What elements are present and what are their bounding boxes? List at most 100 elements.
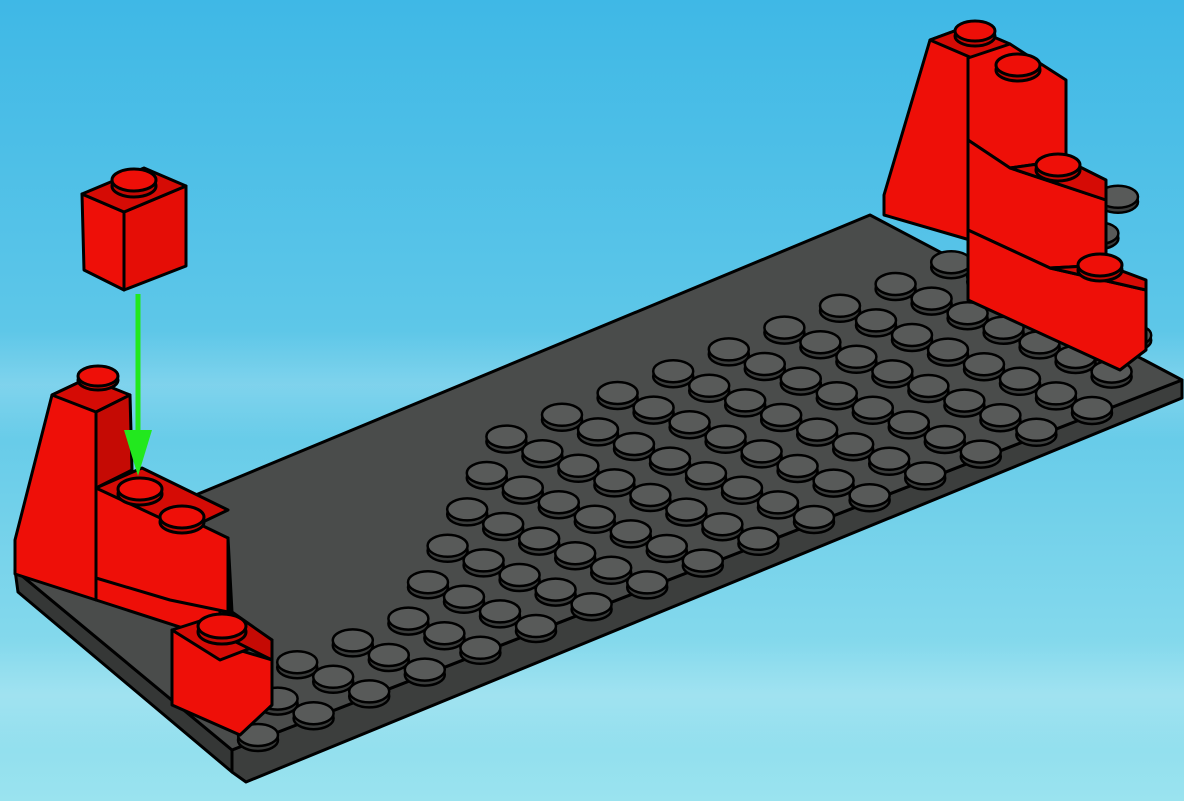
baseplate-stud (928, 339, 968, 366)
red-stud (1078, 254, 1122, 281)
baseplate-stud (578, 418, 618, 445)
baseplate-stud (794, 506, 834, 533)
red-stud (1036, 154, 1080, 181)
baseplate-stud (522, 440, 562, 467)
baseplate-stud (814, 470, 854, 497)
baseplate-stud (1072, 397, 1112, 424)
baseplate-stud (850, 484, 890, 511)
baseplate-stud (683, 550, 723, 577)
red-stud (160, 506, 204, 533)
baseplate-stud (758, 491, 798, 518)
baseplate-stud (761, 404, 801, 431)
baseplate-stud (764, 317, 804, 344)
baseplate-stud (349, 680, 389, 707)
baseplate-stud (483, 513, 523, 540)
baseplate-stud (313, 666, 353, 693)
baseplate-stud (905, 462, 945, 489)
baseplate-stud (666, 499, 706, 526)
floating-1x1-brick (82, 168, 186, 290)
baseplate-stud (961, 441, 1001, 468)
baseplate-stud (797, 419, 837, 446)
baseplate-stud (725, 389, 765, 416)
baseplate-stud (686, 462, 726, 489)
baseplate-stud (542, 404, 582, 431)
baseplate-stud (539, 491, 579, 518)
baseplate-stud (555, 542, 595, 569)
baseplate-stud (944, 390, 984, 417)
baseplate-stud (594, 469, 634, 496)
baseplate-stud (614, 433, 654, 460)
red-stud (118, 478, 162, 505)
baseplate-stud (745, 353, 785, 380)
baseplate-stud (405, 659, 445, 686)
baseplate-stud (964, 353, 1004, 380)
baseplate-stud (778, 455, 818, 482)
baseplate-stud (408, 571, 448, 598)
baseplate-stud (742, 440, 782, 467)
baseplate-stud (908, 375, 948, 402)
baseplate-stud (634, 397, 674, 424)
baseplate-stud (480, 600, 520, 627)
baseplate-stud (889, 411, 929, 438)
baseplate-stud (689, 375, 729, 402)
baseplate-stud (800, 331, 840, 358)
baseplate-stud (1036, 382, 1076, 409)
baseplate-stud (653, 360, 693, 387)
baseplate-stud (558, 455, 598, 482)
baseplate-stud (424, 622, 464, 649)
baseplate-stud (627, 571, 667, 598)
baseplate-stud (1016, 419, 1056, 446)
baseplate-stud (467, 462, 507, 489)
baseplate-stud (294, 702, 334, 729)
baseplate-stud (500, 564, 540, 591)
red-stud (996, 54, 1040, 81)
baseplate-stud (333, 629, 373, 656)
baseplate-stud (781, 368, 821, 395)
baseplate-stud (1000, 368, 1040, 395)
baseplate-stud (516, 615, 556, 642)
baseplate-stud (706, 426, 746, 453)
baseplate-stud (931, 251, 971, 278)
baseplate-stud (980, 404, 1020, 431)
baseplate-stud (833, 433, 873, 460)
baseplate-stud (817, 382, 857, 409)
red-stud (198, 614, 246, 644)
baseplate-stud (428, 535, 468, 562)
baseplate-stud (591, 557, 631, 584)
baseplate-stud (486, 426, 526, 453)
baseplate-stud (611, 520, 651, 547)
baseplate-stud (503, 477, 543, 504)
baseplate-stud (876, 273, 916, 300)
baseplate-stud (575, 506, 615, 533)
baseplate-stud (912, 288, 952, 315)
red-stud (955, 21, 995, 46)
baseplate-stud (536, 579, 576, 606)
baseplate-stud (702, 513, 742, 540)
baseplate-stud (519, 528, 559, 555)
baseplate-stud (925, 426, 965, 453)
baseplate-stud (444, 586, 484, 613)
baseplate-stud (820, 295, 860, 322)
baseplate-stud (572, 593, 612, 620)
baseplate-stud (670, 411, 710, 438)
baseplate-stud (872, 360, 912, 387)
baseplate-stud (738, 528, 778, 555)
baseplate-stud (369, 644, 409, 671)
baseplate-stud (647, 535, 687, 562)
baseplate-stud (892, 324, 932, 351)
baseplate-stud (722, 477, 762, 504)
red-stud (78, 366, 118, 390)
baseplate-stud (388, 608, 428, 635)
baseplate-stud (447, 498, 487, 525)
baseplate-stud (464, 549, 504, 576)
baseplate-stud (630, 484, 670, 511)
baseplate-stud (277, 651, 317, 678)
baseplate-stud (598, 382, 638, 409)
baseplate-stud (856, 309, 896, 336)
baseplate-stud (709, 338, 749, 365)
baseplate-stud (460, 637, 500, 664)
baseplate-stud (650, 448, 690, 475)
baseplate-stud (869, 448, 909, 475)
baseplate-stud (853, 397, 893, 424)
